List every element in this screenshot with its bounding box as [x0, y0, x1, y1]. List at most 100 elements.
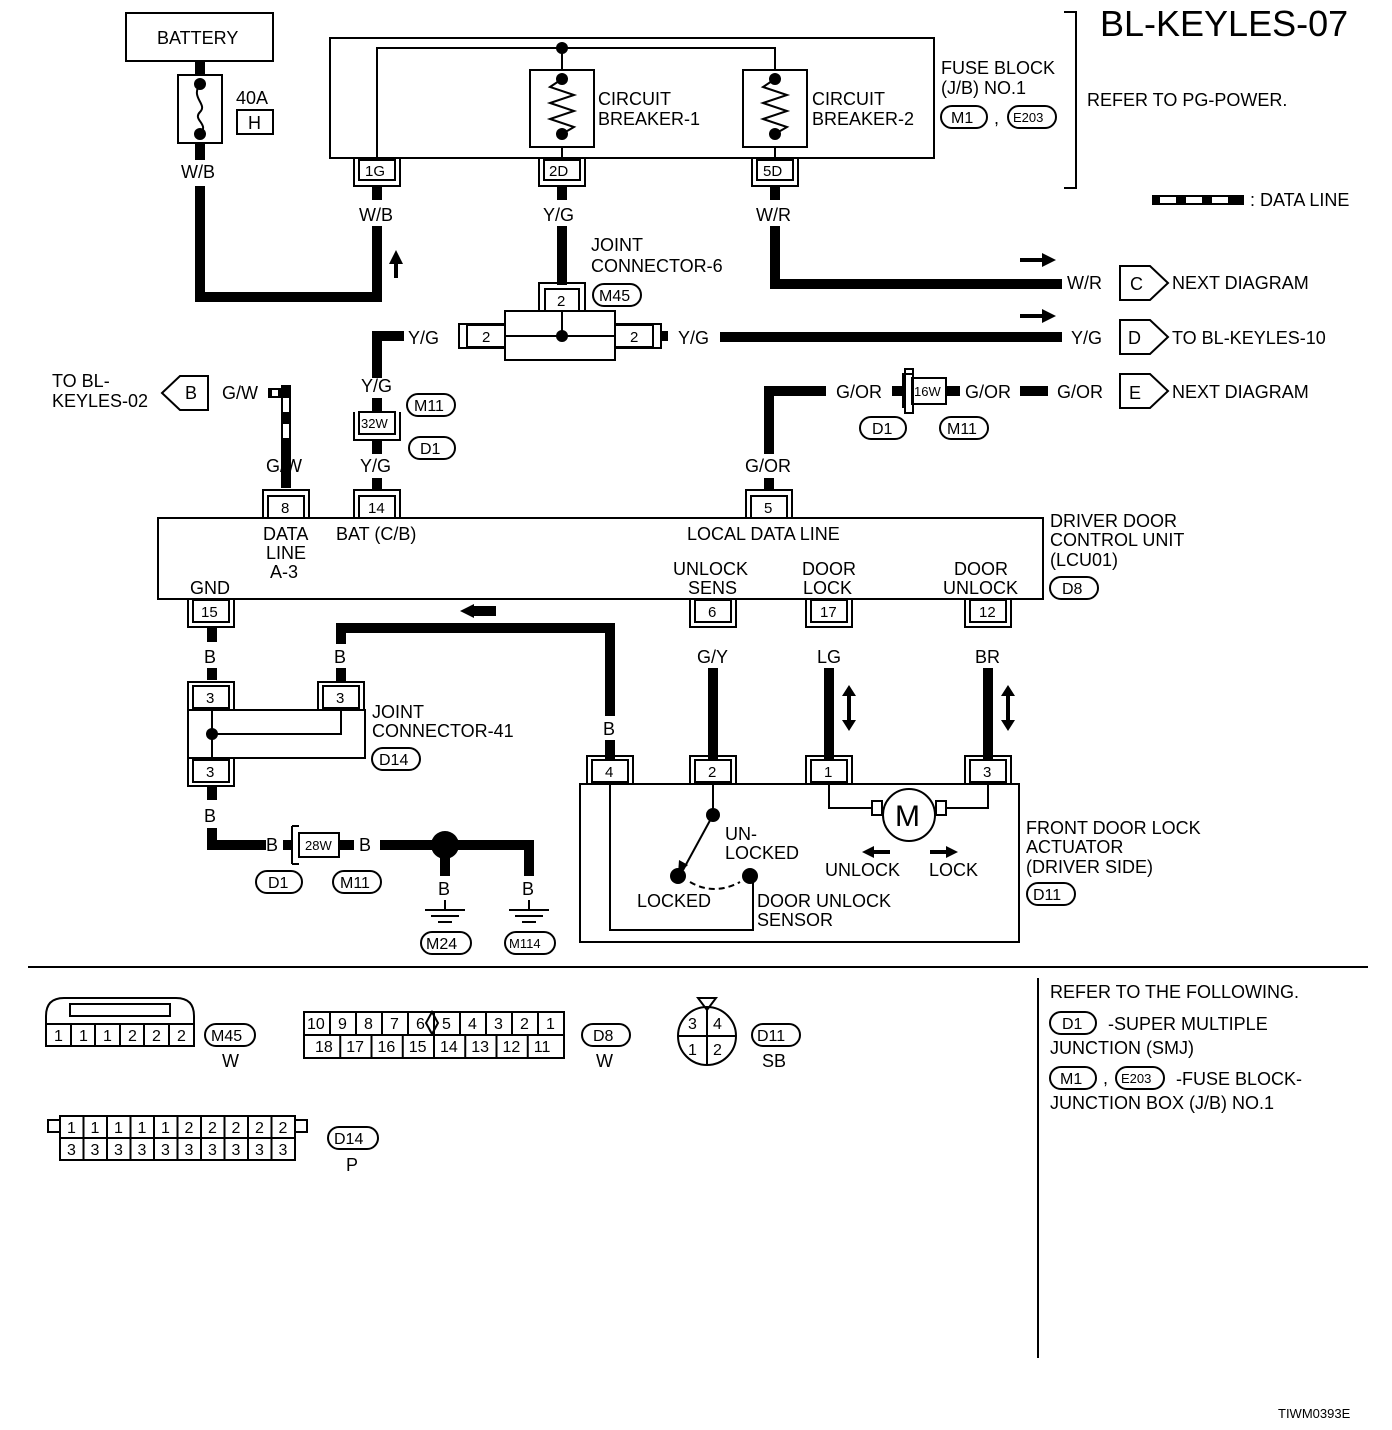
- to-keyles02-wire: G/W: [222, 383, 258, 403]
- ddcu-pin-15: 15: [201, 604, 218, 621]
- output-c-text: NEXT DIAGRAM: [1172, 273, 1309, 293]
- ddcu-data-line-2: LINE: [266, 543, 306, 563]
- fuse-block-pin-2d: 2D: [538, 158, 586, 187]
- m45-pin-e: 2: [152, 1028, 161, 1045]
- d8-pin: 12: [503, 1039, 521, 1056]
- d14-face-label: D14 P: [327, 1126, 379, 1175]
- conn-16w-pin: 16W: [914, 384, 941, 399]
- conn-e203-label: E203: [1013, 110, 1043, 125]
- d8-face-color: W: [596, 1051, 613, 1071]
- wire-label-32w-up: Y/G: [361, 376, 392, 396]
- conn-32w-m11: M11: [406, 393, 456, 417]
- actuator-sensor-1: DOOR UNLOCK: [757, 891, 891, 911]
- m45-face-name: M45: [211, 1028, 242, 1045]
- d14-face-color: P: [346, 1155, 358, 1175]
- bidirectional-arrow-br: [1001, 685, 1015, 731]
- wire-label-28w-in: B: [266, 835, 278, 855]
- wire-label-j41-bot: B: [204, 806, 216, 826]
- wire-label-gnd-b: B: [204, 647, 216, 667]
- conn-28w-pin: 28W: [305, 838, 332, 853]
- d14-pin: 3: [185, 1142, 194, 1159]
- joint6-label-2: CONNECTOR-6: [591, 256, 723, 276]
- refer-d1-conn: D1: [1062, 1016, 1083, 1033]
- conn-m1-label: M1: [951, 110, 973, 127]
- d14-pin: 1: [138, 1120, 147, 1137]
- conn-16w-m11-label: M11: [947, 421, 977, 438]
- d8-pin: 8: [364, 1016, 373, 1033]
- d8-pin: 1: [546, 1016, 555, 1033]
- d14-pin: 2: [208, 1120, 217, 1137]
- d14-pin: 3: [208, 1142, 217, 1159]
- ddcu-pin-6: 6: [708, 604, 716, 621]
- d11-pin-3: 3: [688, 1016, 697, 1033]
- conn-28w-d1: D1: [255, 870, 303, 894]
- j6-pin-right: 2: [630, 329, 638, 346]
- joint41-label-1: JOINT: [372, 702, 424, 722]
- to-keyles02-letter: B: [185, 383, 197, 403]
- output-e-letter: E: [1129, 383, 1141, 403]
- actuator-conn-d11: D11: [1026, 882, 1076, 906]
- wire-label-lg: LG: [817, 647, 841, 667]
- ddcu-local-data-line: LOCAL DATA LINE: [687, 524, 840, 544]
- ground-m114-wire: B: [522, 879, 534, 899]
- fusible-link-40a: 40A H: [177, 61, 274, 144]
- actuator-name-3: (DRIVER SIDE): [1026, 857, 1153, 877]
- fuse-id: H: [248, 113, 261, 133]
- d8-pin: 3: [494, 1016, 503, 1033]
- joint6-conn-m45: M45: [592, 283, 642, 307]
- conn-32w-m11-label: M11: [414, 398, 444, 415]
- joint41-conn-d14-label: D14: [379, 752, 408, 769]
- conn-16w-d1-label: D1: [872, 421, 893, 438]
- d14-pin: 3: [91, 1142, 100, 1159]
- ddcu-door-unlock-2: UNLOCK: [943, 578, 1018, 598]
- flow-arrow-left: [460, 606, 496, 616]
- flow-arrow-right-c: [1020, 253, 1056, 267]
- conn-16w-d1: D1: [859, 416, 907, 440]
- ddcu-data-line-3: A-3: [270, 562, 298, 582]
- fuse-block-title-2: (J/B) NO.1: [941, 78, 1026, 98]
- d11-pin-4: 4: [713, 1016, 722, 1033]
- ground-m24-conn: M24: [426, 936, 457, 953]
- refer-d1-text-1: -SUPER MULTIPLE: [1108, 1014, 1268, 1034]
- wire-label-1g: W/B: [359, 205, 393, 225]
- actuator-unlock: UNLOCK: [825, 860, 900, 880]
- ddcu-name-2: CONTROL UNIT: [1050, 530, 1184, 550]
- actuator-pin-1: 1: [824, 764, 832, 781]
- ddcu-conn-d8: D8: [1049, 576, 1099, 600]
- output-d-wire: Y/G: [1071, 328, 1102, 348]
- ddcu-pin-14: 14: [368, 500, 385, 517]
- d8-pin: 14: [440, 1039, 458, 1056]
- wire-label-j6-right: Y/G: [678, 328, 709, 348]
- d8-pin: 17: [346, 1039, 364, 1056]
- wire-label-battery-wb: W/B: [181, 162, 215, 182]
- d14-pin: 1: [67, 1120, 76, 1137]
- actuator-locked: LOCKED: [637, 891, 711, 911]
- actuator-conn-d11-label: D11: [1033, 887, 1061, 904]
- ground-m24-wire: B: [438, 879, 450, 899]
- d14-pin: 2: [279, 1120, 288, 1137]
- d14-pin: 3: [279, 1142, 288, 1159]
- actuator-name-2: ACTUATOR: [1026, 837, 1123, 857]
- ground-m114-conn: M114: [509, 936, 541, 951]
- actuator-unlocked-1: UN-: [725, 824, 757, 844]
- output-c-wire: W/R: [1067, 273, 1102, 293]
- connector-16w: 16W: [902, 368, 947, 414]
- d8-pin: 4: [468, 1016, 477, 1033]
- joint6-label-1: JOINT: [591, 235, 643, 255]
- d8-pin: 5: [442, 1016, 451, 1033]
- d11-pin-2: 2: [713, 1042, 722, 1059]
- j41-pin-tr: 3: [336, 690, 344, 707]
- joint41-label-2: CONNECTOR-41: [372, 721, 514, 741]
- d8-face-label: D8 W: [581, 1023, 631, 1071]
- d14-pin: 1: [161, 1120, 170, 1137]
- ddcu-door-lock-1: DOOR: [802, 559, 856, 579]
- j6-pin-top: 2: [557, 293, 565, 310]
- to-keyles02: TO BL- KEYLES-02 B G/W: [52, 371, 258, 411]
- flow-arrow-up: [389, 250, 403, 278]
- data-line-legend-text: : DATA LINE: [1250, 190, 1349, 210]
- ddcu-pin-8: 8: [281, 500, 289, 517]
- refer-pg-power: REFER TO PG-POWER.: [1087, 90, 1287, 110]
- battery: BATTERY: [125, 12, 274, 62]
- output-d: Y/G D TO BL-KEYLES-10: [1071, 319, 1326, 355]
- ddcu-unlock-sens-1: UNLOCK: [673, 559, 748, 579]
